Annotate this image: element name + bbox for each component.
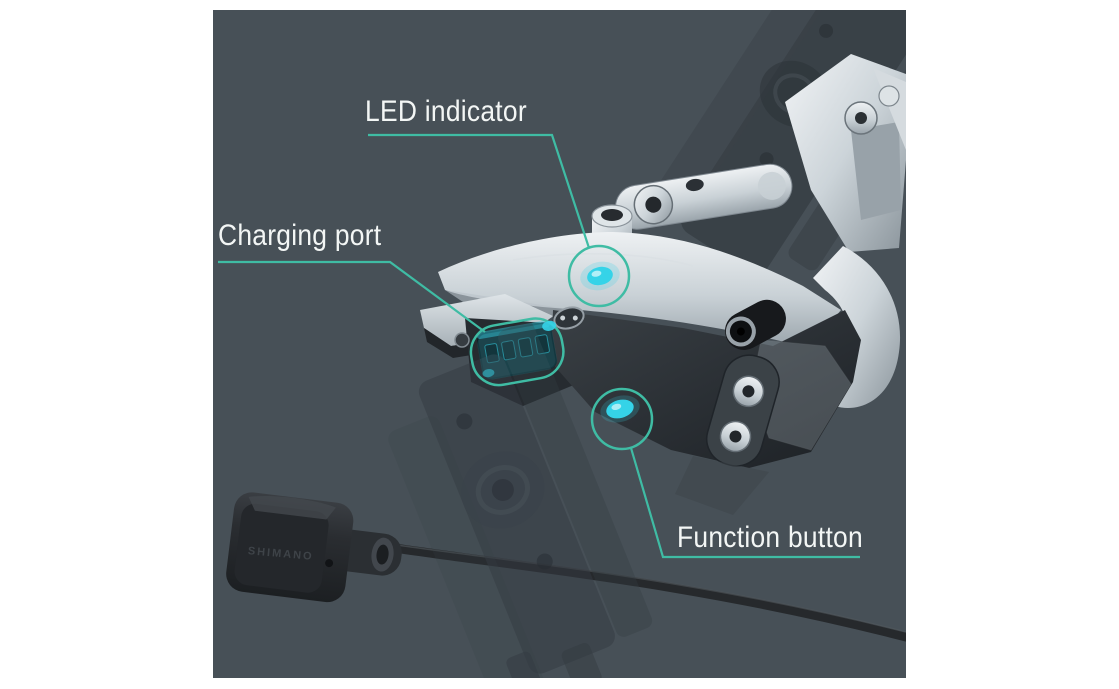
- derailleur-illustration: SHIMANO: [218, 10, 906, 678]
- diagram-panel: SHIMANO: [213, 10, 906, 678]
- function-button-highlight: [600, 395, 640, 423]
- charger-plug: SHIMANO: [226, 492, 402, 603]
- annotation-layer: [218, 133, 860, 559]
- led-callout-line: [368, 133, 591, 249]
- derailleur-body: [420, 54, 906, 515]
- led-indicator-label: LED indicator: [365, 95, 527, 128]
- led-indicator-circle: [567, 244, 631, 308]
- charging-port-callout-line: [218, 260, 486, 333]
- function-button-callout-line: [629, 447, 860, 559]
- led-highlight: [580, 261, 620, 291]
- plug-brand-embossed-text: SHIMANO: [247, 545, 314, 563]
- charging-port-label: Charging port: [218, 219, 382, 252]
- charging-cable: [390, 543, 906, 642]
- function-button-circle: [590, 387, 654, 451]
- ghost-cassette-bottom: [388, 321, 653, 678]
- charging-port-outline: [469, 317, 565, 387]
- function-button-label: Function button: [677, 521, 863, 554]
